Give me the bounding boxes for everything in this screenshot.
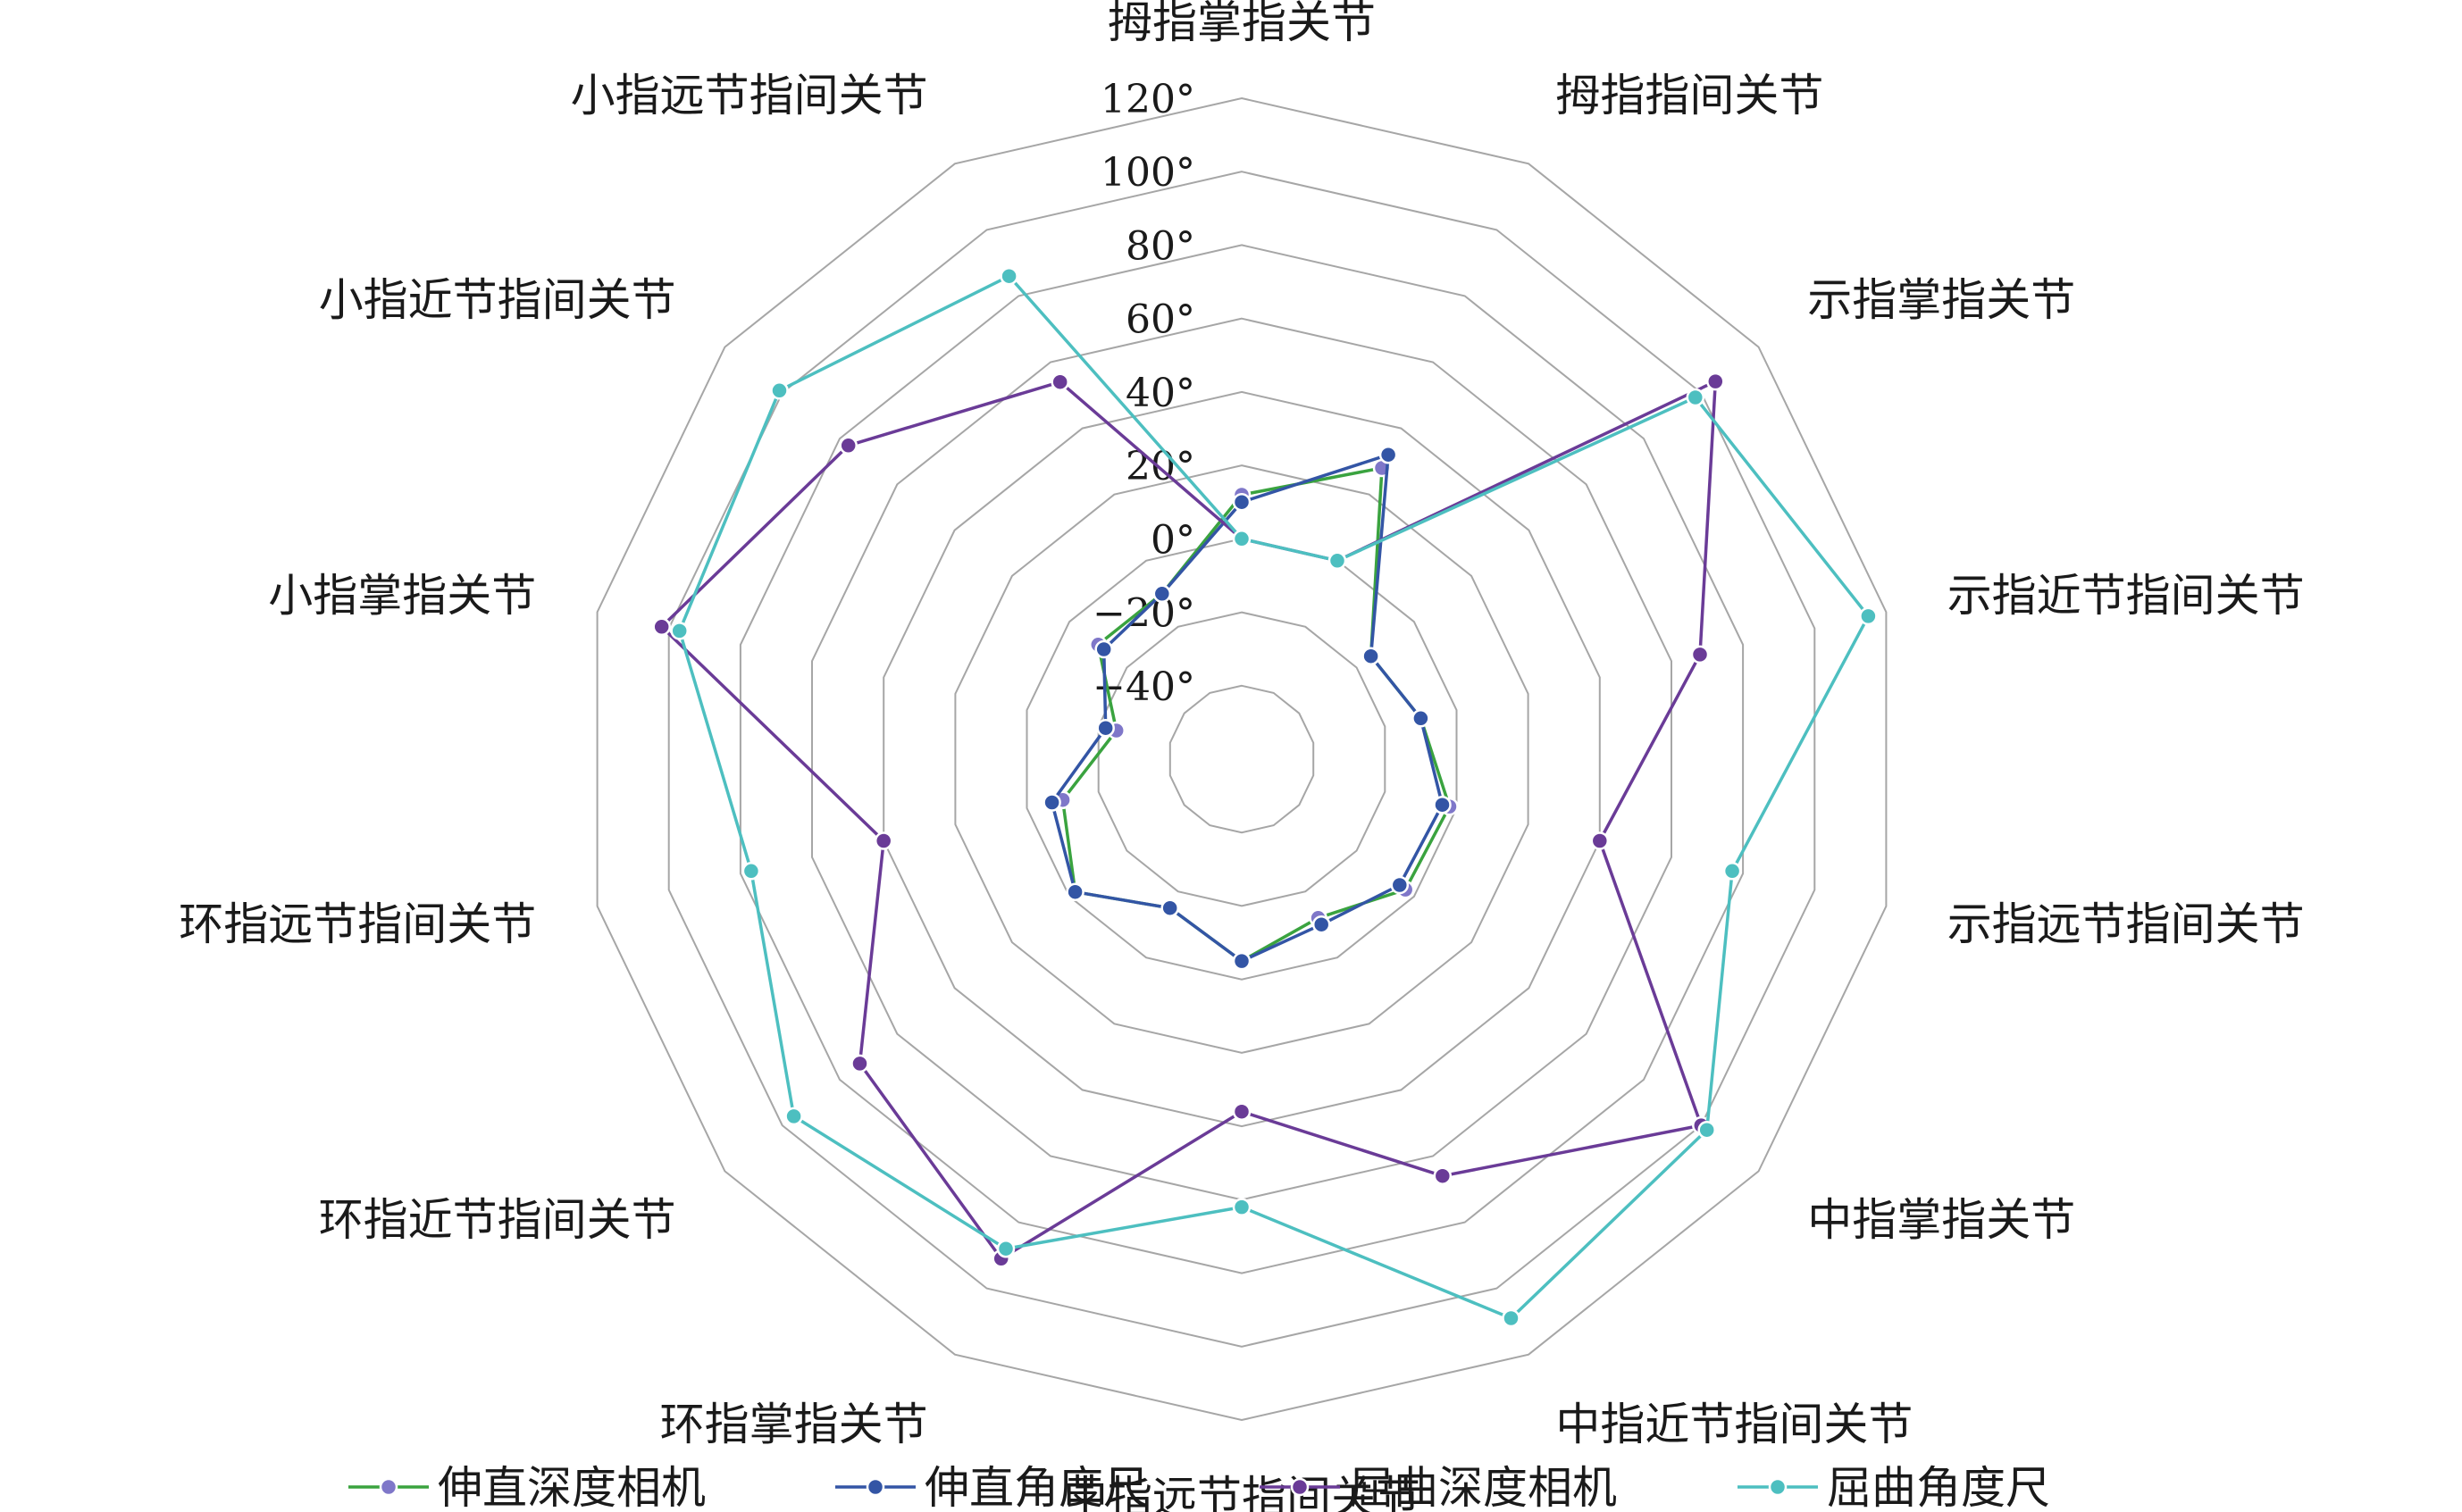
radar-grid bbox=[596, 96, 1888, 1422]
radial-tick-label: 40° bbox=[1126, 371, 1195, 416]
grid-ring bbox=[954, 464, 1529, 1054]
axis-label: 示指近节指间关节 bbox=[1947, 570, 2305, 622]
legend-label: 屈曲深度相机 bbox=[1349, 1462, 1617, 1512]
axis-label: 中指掌指关节 bbox=[1807, 1194, 2075, 1246]
axis-label: 环指掌指关节 bbox=[660, 1399, 928, 1450]
axis-label: 中指远节指间关节 bbox=[1063, 1472, 1420, 1512]
data-point bbox=[1502, 1308, 1520, 1328]
legend-swatch-marker bbox=[379, 1477, 398, 1497]
data-point bbox=[874, 831, 893, 850]
legend-swatch-marker bbox=[1290, 1477, 1310, 1497]
data-point bbox=[1327, 551, 1347, 571]
axis-label: 拇指指间关节 bbox=[1555, 70, 1823, 121]
grid-ring bbox=[1168, 684, 1315, 834]
legend-swatch-marker bbox=[1768, 1477, 1788, 1497]
grid-ring bbox=[1097, 611, 1386, 907]
radial-tick-labels: −40°−20°0°20°40°60°80°100°120° bbox=[1093, 77, 1195, 710]
data-point bbox=[1390, 875, 1410, 895]
grid-ring bbox=[883, 390, 1601, 1128]
data-point bbox=[770, 381, 789, 400]
legend-item: 屈曲角度尺 bbox=[1738, 1462, 2050, 1512]
radial-tick-label: 0° bbox=[1151, 517, 1195, 563]
axis-label: 环指近节指间关节 bbox=[319, 1194, 676, 1246]
data-point bbox=[1411, 709, 1430, 728]
axis-label: 小指掌指关节 bbox=[268, 570, 536, 622]
grid-ring bbox=[739, 244, 1745, 1274]
data-point bbox=[996, 1239, 1016, 1258]
data-point bbox=[1096, 718, 1115, 738]
data-point bbox=[1361, 647, 1380, 665]
data-point bbox=[1690, 645, 1710, 664]
data-point bbox=[1311, 915, 1331, 934]
axis-labels: 拇指掌指关节拇指指间关节示指掌指关节示指近节指间关节示指远节指间关节中指掌指关节… bbox=[179, 0, 2304, 1512]
series-group bbox=[652, 372, 1725, 1268]
data-point bbox=[1066, 882, 1084, 901]
axis-label: 小指远节指间关节 bbox=[571, 70, 928, 121]
legend-label: 伸直角度尺 bbox=[925, 1462, 1148, 1512]
data-point bbox=[850, 1054, 869, 1073]
data-series bbox=[652, 266, 1878, 1328]
legend-item: 伸直角度尺 bbox=[835, 1462, 1148, 1512]
legend-label: 伸直深度相机 bbox=[438, 1462, 706, 1512]
series-group bbox=[1043, 445, 1452, 971]
grid-ring bbox=[1026, 538, 1458, 981]
grid-ring bbox=[811, 317, 1672, 1201]
axis-label: 示指掌指关节 bbox=[1807, 274, 2075, 326]
data-point bbox=[1043, 793, 1061, 812]
data-point bbox=[1152, 584, 1172, 604]
data-point bbox=[1000, 266, 1018, 286]
data-point bbox=[1433, 795, 1452, 814]
series-line bbox=[677, 274, 1871, 1320]
radial-tick-label: 100° bbox=[1101, 150, 1195, 196]
axis-label: 环指远节指间关节 bbox=[179, 898, 536, 950]
data-point bbox=[839, 436, 858, 455]
data-point bbox=[1232, 1198, 1252, 1216]
radial-tick-label: 60° bbox=[1126, 297, 1195, 343]
data-point bbox=[1160, 898, 1179, 917]
legend-label: 屈曲角度尺 bbox=[1827, 1462, 2050, 1512]
legend: 伸直深度相机 伸直角度尺 屈曲深度相机 屈曲角度尺 bbox=[348, 1462, 2050, 1512]
data-point bbox=[741, 862, 761, 881]
data-point bbox=[1433, 1166, 1453, 1185]
axis-label: 中指近节指间关节 bbox=[1555, 1399, 1913, 1450]
legend-swatch-marker bbox=[866, 1477, 885, 1497]
radial-tick-label: 80° bbox=[1126, 223, 1195, 269]
legend-item: 屈曲深度相机 bbox=[1260, 1462, 1617, 1512]
axis-label: 示指远节指间关节 bbox=[1947, 898, 2305, 950]
grid-ring bbox=[596, 96, 1888, 1422]
data-point bbox=[1378, 445, 1398, 464]
radial-tick-label: 120° bbox=[1101, 77, 1195, 122]
data-point bbox=[1232, 492, 1252, 512]
series-group bbox=[670, 266, 1878, 1328]
data-point bbox=[1051, 372, 1069, 391]
data-point bbox=[1859, 606, 1878, 626]
series-line bbox=[659, 380, 1718, 1261]
data-point bbox=[1590, 831, 1610, 850]
axis-label: 小指近节指间关节 bbox=[319, 274, 676, 326]
data-point bbox=[1094, 639, 1113, 659]
radial-tick-label: −20° bbox=[1093, 591, 1195, 637]
data-point bbox=[784, 1107, 803, 1126]
data-point bbox=[1232, 530, 1252, 548]
data-point bbox=[1706, 372, 1725, 391]
data-point bbox=[670, 622, 689, 640]
legend-item: 伸直深度相机 bbox=[348, 1462, 706, 1512]
data-point bbox=[1232, 951, 1252, 971]
axis-label: 拇指掌指关节 bbox=[1108, 0, 1376, 48]
data-point bbox=[1232, 1102, 1252, 1121]
data-point bbox=[652, 617, 671, 637]
data-point bbox=[1722, 862, 1742, 881]
data-point bbox=[1686, 388, 1705, 407]
data-point bbox=[1697, 1120, 1716, 1140]
